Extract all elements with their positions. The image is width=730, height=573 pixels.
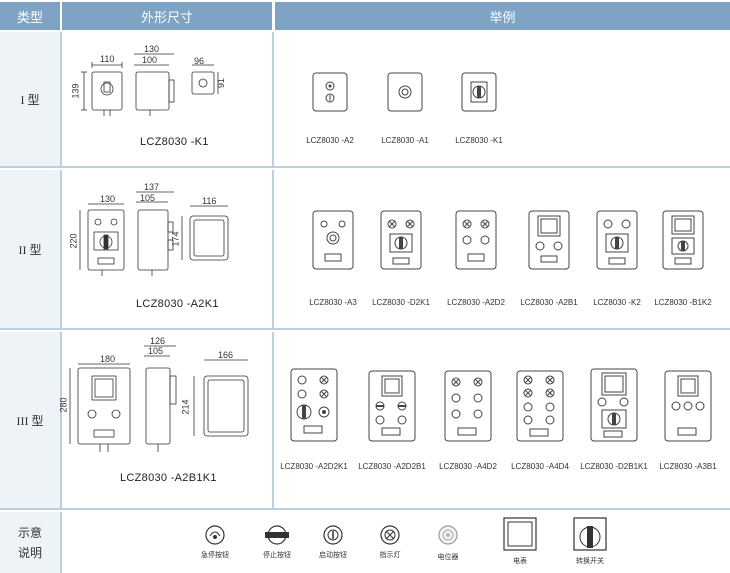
potentiometer-icon bbox=[437, 524, 459, 551]
dim-side-width: 166 bbox=[218, 350, 234, 360]
row-type-3: III 型 bbox=[0, 332, 730, 510]
legend-caption: 指示灯 bbox=[379, 552, 401, 559]
example-enclosure bbox=[444, 370, 492, 447]
meter-icon bbox=[503, 517, 537, 556]
legend-label: 示意 说明 bbox=[0, 512, 60, 573]
example-caption: LCZ8030 -K2 bbox=[593, 298, 641, 307]
dim-side-height: 174 bbox=[170, 231, 181, 247]
row-type-label: I 型 bbox=[0, 32, 60, 166]
example-caption: LCZ8030 -B1K2 bbox=[654, 298, 712, 307]
enclosure-drawing bbox=[81, 53, 219, 116]
stop-button-icon bbox=[264, 524, 290, 551]
example-enclosure bbox=[455, 210, 497, 275]
legend-caption: 电表 bbox=[513, 558, 527, 565]
dim-depth-body: 105 bbox=[140, 193, 156, 203]
divider bbox=[272, 170, 274, 328]
example-enclosure bbox=[664, 370, 712, 447]
divider bbox=[60, 32, 62, 166]
dim-side-width: 116 bbox=[202, 196, 217, 206]
legend-label-line1: 示意 bbox=[17, 525, 42, 540]
enclosure-drawing bbox=[69, 345, 249, 452]
example-caption: LCZ8030 -A2D2 bbox=[447, 298, 505, 307]
dim-width: 180 bbox=[100, 354, 116, 364]
example-enclosure bbox=[380, 210, 422, 275]
example-enclosure bbox=[590, 368, 638, 447]
legend-caption: 转换开关 bbox=[576, 558, 604, 565]
dimension-drawing: 110 130 100 139 96 91 LCZ8030 -K1 bbox=[64, 32, 270, 166]
example-caption: LCZ8030 -A1 bbox=[381, 136, 429, 145]
divider bbox=[60, 332, 62, 508]
legend-caption: 停止按钮 bbox=[263, 552, 291, 559]
example-caption: LCZ8030 -A2D2K1 bbox=[280, 462, 348, 471]
example-caption: LCZ8030 -A2 bbox=[306, 136, 354, 145]
example-caption: LCZ8030 -A4D2 bbox=[439, 462, 497, 471]
header-examples: 举例 bbox=[275, 2, 730, 30]
dim-depth-total: 137 bbox=[144, 182, 160, 192]
divider bbox=[60, 170, 62, 328]
model-number: LCZ8030 -A2B1K1 bbox=[120, 472, 217, 484]
start-button-icon bbox=[322, 524, 344, 551]
example-caption: LCZ8030 -A3B1 bbox=[659, 462, 717, 471]
enclosure-icon bbox=[461, 72, 497, 112]
enclosure-icon bbox=[387, 72, 423, 112]
example-enclosure bbox=[387, 72, 423, 117]
enclosure-drawing bbox=[79, 191, 229, 276]
example-caption: LCZ8030 -D2B1K1 bbox=[580, 462, 648, 471]
example-caption: LCZ8030 -A2D2B1 bbox=[358, 462, 426, 471]
example-enclosure bbox=[516, 370, 564, 447]
header-type: 类型 bbox=[0, 2, 60, 30]
dim-side-height: 91 bbox=[216, 77, 227, 89]
indicator-light-icon bbox=[379, 524, 401, 551]
example-enclosure bbox=[368, 370, 416, 447]
dim-depth-total: 130 bbox=[144, 44, 160, 54]
dim-width: 110 bbox=[100, 54, 115, 64]
emergency-stop-icon bbox=[204, 524, 226, 551]
example-caption: LCZ8030 -D2K1 bbox=[372, 298, 430, 307]
example-enclosure bbox=[662, 210, 704, 275]
legend-caption: 电位器 bbox=[437, 554, 459, 561]
divider bbox=[272, 32, 274, 166]
example-enclosure bbox=[596, 210, 638, 275]
example-enclosure bbox=[312, 210, 354, 275]
model-number: LCZ8030 -K1 bbox=[140, 136, 209, 148]
row-type-label: II 型 bbox=[0, 170, 60, 328]
legend-caption: 急停按钮 bbox=[201, 552, 229, 559]
divider bbox=[272, 332, 274, 508]
model-number: LCZ8030 -A2K1 bbox=[136, 298, 219, 310]
header-dimensions: 外形尺寸 bbox=[62, 2, 272, 30]
divider bbox=[60, 512, 62, 573]
enclosure-icon bbox=[312, 72, 348, 112]
example-enclosure bbox=[290, 368, 338, 447]
legend-caption: 启动按钮 bbox=[319, 552, 347, 559]
dim-height: 280 bbox=[58, 397, 69, 413]
example-caption: LCZ8030 -A3 bbox=[309, 298, 357, 307]
example-enclosure bbox=[312, 72, 348, 117]
example-enclosure bbox=[528, 210, 570, 275]
selector-switch-icon bbox=[573, 517, 607, 556]
example-caption: LCZ8030 -A2B1 bbox=[520, 298, 578, 307]
dim-side-height: 214 bbox=[180, 399, 191, 415]
dimension-drawing: 130 137 105 220 116 174 LCZ8030 -A2K1 bbox=[64, 170, 270, 328]
dim-depth-total: 126 bbox=[150, 336, 166, 346]
dimension-drawing: 180 126 105 280 166 214 LCZ8030 -A2B1K1 bbox=[59, 332, 270, 508]
dim-width: 130 bbox=[100, 194, 116, 204]
legend-label-line2: 说明 bbox=[17, 545, 42, 560]
example-enclosure bbox=[461, 72, 497, 117]
example-caption: LCZ8030 -A4D4 bbox=[511, 462, 569, 471]
row-type-1: I 型 bbox=[0, 32, 730, 168]
dim-side-width: 96 bbox=[194, 56, 205, 66]
dim-height: 220 bbox=[68, 233, 79, 249]
row-type-2: II 型 bbox=[0, 170, 730, 330]
legend-row: 示意 说明 急停按钮 停止按钮 启动按钮 指示灯 电位器 电表 bbox=[0, 512, 730, 573]
row-type-label: III 型 bbox=[0, 332, 60, 508]
example-caption: LCZ8030 -K1 bbox=[455, 136, 503, 145]
dim-height: 139 bbox=[70, 83, 81, 99]
dim-depth-body: 100 bbox=[142, 55, 158, 65]
dim-depth-body: 105 bbox=[148, 346, 164, 356]
